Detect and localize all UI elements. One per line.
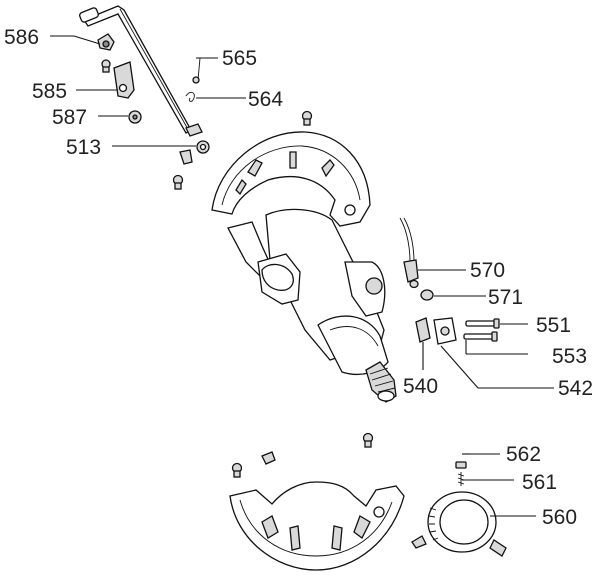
- label-551: 551: [536, 314, 571, 337]
- screw-small-b: [172, 174, 184, 190]
- screw-small-e: [231, 462, 243, 478]
- label-587: 587: [52, 106, 87, 129]
- label-586: 586: [4, 26, 39, 49]
- strain-relief-540: [415, 317, 431, 343]
- label-585: 585: [32, 80, 67, 103]
- clamp-ring-560: [411, 491, 507, 557]
- power-cable-570: [399, 217, 419, 283]
- leader-lines: [50, 35, 554, 517]
- label-542: 542: [558, 377, 593, 400]
- clip-586: [97, 33, 115, 51]
- nut-513: [196, 140, 210, 154]
- grommet-571: [409, 279, 434, 301]
- lower-blade-guard: [229, 481, 405, 571]
- label-565: 565: [222, 47, 257, 70]
- screw-small-c: [301, 110, 313, 126]
- upper-blade-guard: [211, 131, 371, 227]
- label-561: 561: [522, 471, 557, 494]
- label-560: 560: [542, 506, 577, 529]
- screw-small-d: [362, 432, 374, 448]
- screw-553: [463, 331, 498, 342]
- block-near-rod-end: [185, 123, 203, 137]
- label-564: 564: [248, 88, 283, 111]
- label-570: 570: [470, 259, 505, 282]
- fork-piece: [179, 149, 193, 165]
- clamp-542: [433, 317, 457, 345]
- screw-small-a: [101, 59, 111, 73]
- washer-587: [128, 110, 142, 124]
- label-562: 562: [506, 443, 541, 466]
- clip-lower: [261, 451, 276, 465]
- screw-551: [465, 318, 500, 329]
- spring-561: [457, 472, 465, 486]
- bracket-585: [113, 61, 135, 99]
- clip-565: [192, 57, 201, 84]
- spring-564: [185, 91, 195, 102]
- label-540: 540: [403, 375, 438, 398]
- gear-housing: [227, 208, 397, 403]
- part-labels: 586 585 587 513 565 564 570 571 551 553 …: [4, 26, 593, 529]
- label-513: 513: [66, 136, 101, 159]
- screw-562: [455, 461, 467, 469]
- label-553: 553: [552, 345, 587, 368]
- label-571: 571: [488, 286, 523, 309]
